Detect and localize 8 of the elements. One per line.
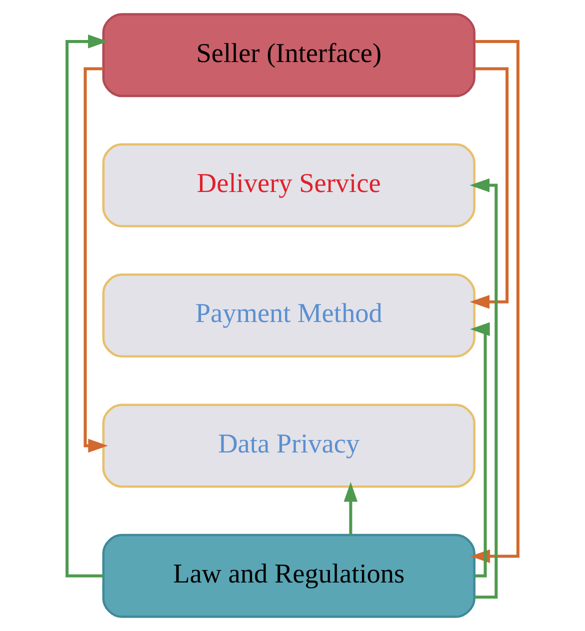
node-box: Law and Regulations <box>102 534 476 618</box>
arrow <box>344 482 358 535</box>
arrow <box>66 34 108 578</box>
arrow <box>470 67 509 309</box>
node-box: Seller (Interface) <box>102 13 476 98</box>
node-box: Payment Method <box>102 273 476 358</box>
node-box: Delivery Service <box>102 143 476 228</box>
node-box: Data Privacy <box>102 404 476 488</box>
